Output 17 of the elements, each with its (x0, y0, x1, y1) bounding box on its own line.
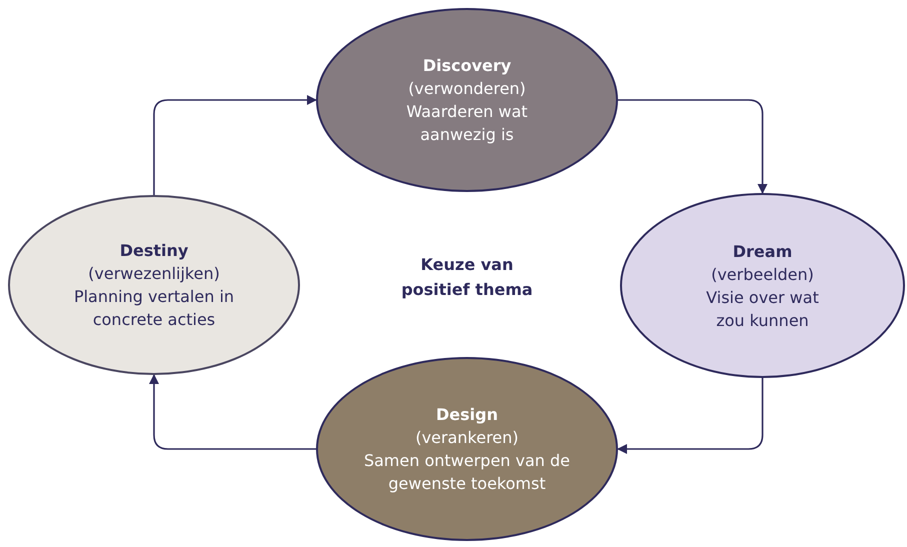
arrow (617, 378, 764, 454)
phase-verb: (verwezenlijken) (88, 263, 220, 285)
phase-verb: (verankeren) (415, 427, 519, 449)
phase-description: Samen ontwerpen van de gewenste toekomst (362, 450, 572, 495)
phase-title: Dream (732, 240, 792, 262)
phase-title: Destiny (120, 240, 188, 262)
phase-verb: (verbeelden) (711, 264, 814, 286)
arrow (618, 99, 768, 194)
phase-title: Discovery (422, 55, 512, 77)
center-theme-label: Keuze van positief thema (400, 254, 534, 301)
phase-description: Visie over wat zou kunnen (705, 286, 820, 332)
phase-description: Planning vertalen in concrete acties (72, 286, 236, 331)
phase-description: Waarderen wat aanwezig is (405, 101, 529, 146)
arrow (153, 95, 317, 195)
phase-verb: (verwonderen) (408, 78, 526, 100)
arrow (149, 374, 316, 450)
phase-title: Design (436, 404, 498, 426)
